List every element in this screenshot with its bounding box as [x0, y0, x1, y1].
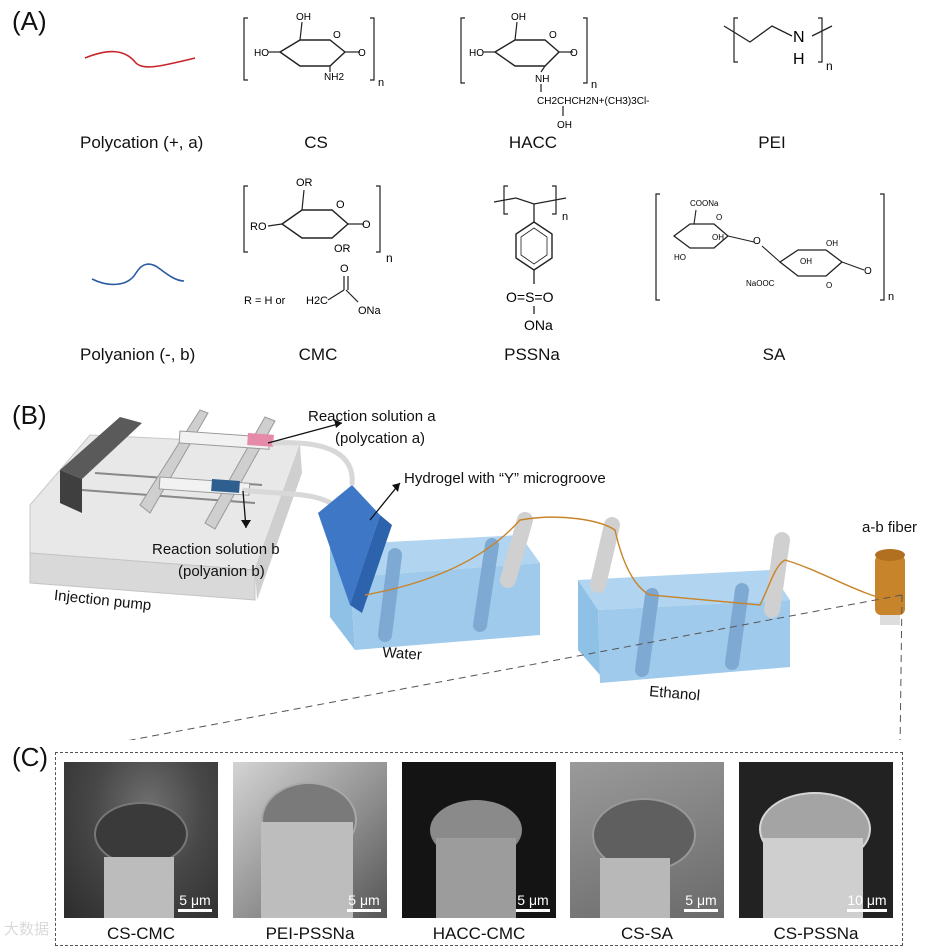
svg-text:O: O: [864, 266, 872, 277]
svg-text:O: O: [333, 30, 341, 41]
svg-text:CH2CHCH2N+(CH3)3Cl-: CH2CHCH2N+(CH3)3Cl-: [537, 96, 650, 107]
svg-text:O: O: [362, 219, 371, 231]
svg-text:OH: OH: [511, 12, 526, 23]
svg-text:n: n: [386, 251, 393, 265]
svg-text:O: O: [570, 48, 578, 59]
svg-text:COONa: COONa: [690, 199, 719, 208]
panel-c-letter: (C): [12, 742, 49, 772]
reaction-solution-a-sub-label: (polycation a): [335, 430, 426, 447]
hacc-label: HACC: [508, 133, 558, 152]
svg-text:O: O: [753, 236, 761, 247]
svg-text:HO: HO: [254, 48, 269, 59]
polycation-label: Polycation (+, a): [80, 133, 204, 152]
svg-text:O: O: [826, 281, 832, 290]
svg-text:H: H: [793, 51, 805, 68]
pssna-label: PSSNa: [504, 345, 560, 364]
svg-text:OH: OH: [712, 233, 724, 242]
svg-text:O: O: [716, 213, 722, 222]
svg-text:O: O: [336, 199, 345, 211]
svg-text:R = H or: R = H or: [244, 295, 286, 307]
scale-bar-cs-sa: 5 μm: [684, 892, 718, 912]
cmc-structure: OR RO OR O O n R = H or H2C O ONa: [243, 177, 393, 317]
reaction-solution-b-label: Reaction solution b: [152, 541, 280, 558]
sem-image-cs-pssna: 10 μm: [739, 762, 893, 918]
panel-a-letter: (A): [12, 6, 47, 36]
svg-text:ONa: ONa: [358, 305, 382, 317]
cs-oh-text: OH: [296, 12, 311, 23]
svg-text:O: O: [340, 263, 349, 275]
svg-text:n: n: [826, 59, 833, 73]
cs-structure: OH HO NH2 O O n: [243, 12, 384, 89]
sem-image-cs-cmc: 5 μm: [64, 762, 218, 918]
polycation-chain-icon: [84, 50, 196, 68]
svg-text:N: N: [793, 29, 805, 46]
svg-text:O=S=O: O=S=O: [506, 289, 554, 305]
svg-text:n: n: [591, 79, 597, 91]
scale-bar-cs-cmc: 5 μm: [178, 892, 212, 912]
sem-image-cs-sa: 5 μm: [570, 762, 724, 918]
reaction-solution-b-sub-label: (polyanion b): [178, 563, 265, 580]
panel-b-letter: (B): [12, 400, 47, 430]
sa-label: SA: [762, 345, 786, 364]
scale-bar-cs-pssna: 10 μm: [847, 892, 887, 912]
sem-image-hacc-cmc: 5 μm: [402, 762, 556, 918]
svg-text:OR: OR: [296, 177, 313, 189]
svg-text:NH: NH: [535, 74, 549, 85]
polyanion-chain-icon: [91, 263, 185, 286]
svg-text:OH: OH: [826, 239, 838, 248]
svg-text:HO: HO: [469, 48, 484, 59]
sa-structure: COONa HO OH O O OH OH NaOOC O O n: [655, 193, 894, 303]
svg-text:ONa: ONa: [524, 317, 553, 333]
svg-text:OH: OH: [557, 120, 572, 131]
polyanion-label: Polyanion (-, b): [80, 345, 196, 364]
cs-label: CS: [304, 133, 328, 152]
svg-text:OR: OR: [334, 243, 351, 255]
svg-text:HO: HO: [674, 253, 686, 262]
watermark: 大数据: [4, 921, 50, 938]
svg-text:OH: OH: [800, 257, 812, 266]
svg-text:n: n: [562, 211, 568, 223]
svg-text:RO: RO: [250, 221, 267, 233]
sem-image-pei-pssna: 5 μm: [233, 762, 387, 918]
caption-cs-pssna: CS-PSSNa: [773, 924, 859, 943]
sem-image-frame: [55, 752, 903, 946]
caption-cs-sa: CS-SA: [621, 924, 673, 943]
pei-structure: N H n: [723, 17, 833, 73]
pei-label: PEI: [758, 133, 786, 152]
caption-pei-pssna: PEI-PSSNa: [265, 924, 355, 943]
svg-text:NaOOC: NaOOC: [746, 279, 775, 288]
cmc-label: CMC: [298, 345, 338, 364]
svg-text:H2C: H2C: [306, 295, 328, 307]
caption-hacc-cmc: HACC-CMC: [432, 924, 526, 943]
hacc-structure: OH HO O O NH CH2CHCH2N+(CH3)3Cl- OH n: [460, 12, 650, 131]
scale-bar-pei-pssna: 5 μm: [347, 892, 381, 912]
svg-text:n: n: [888, 291, 894, 303]
caption-cs-cmc: CS-CMC: [107, 924, 175, 943]
svg-text:O: O: [358, 48, 366, 59]
svg-text:NH2: NH2: [324, 72, 344, 83]
scale-bar-hacc-cmc: 5 μm: [516, 892, 550, 912]
water-label: Water: [381, 644, 423, 664]
svg-text:O: O: [549, 30, 557, 41]
reaction-solution-a-label: Reaction solution a: [308, 408, 436, 425]
pssna-structure: O=S=O ONa n: [493, 185, 568, 333]
hydrogel-label: Hydrogel with “Y” microgroove: [404, 470, 606, 487]
fabrication-setup-illustration: [29, 409, 905, 740]
svg-text:n: n: [378, 77, 384, 89]
fiber-label: a-b fiber: [862, 519, 918, 536]
